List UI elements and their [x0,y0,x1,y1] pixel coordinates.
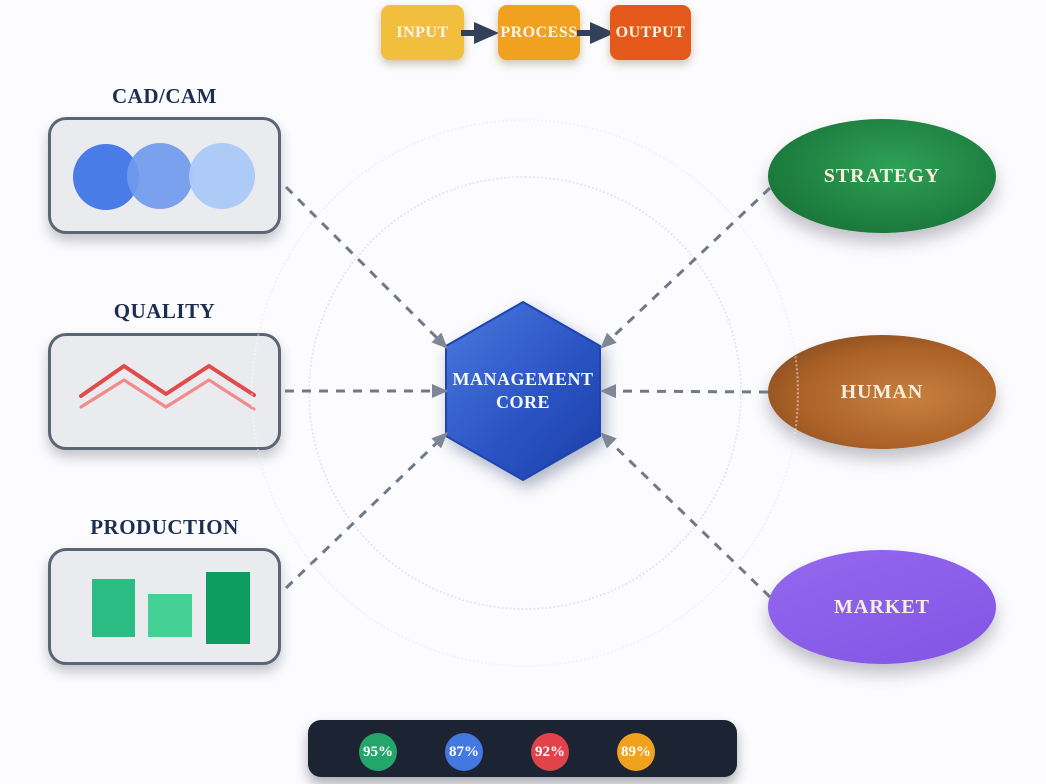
metrics-bar: 95% 87% 92% 89% [308,720,737,777]
flow-step-label: PROCESS [500,23,578,41]
domain-ellipse-strategy: STRATEGY [768,119,996,233]
metric-value: 89% [621,743,651,760]
flow-step-input: INPUT [381,5,464,60]
management-core-label: MANAGEMENT CORE [452,368,594,412]
module-title-quality: QUALITY [113,299,216,323]
flow-step-label: OUTPUT [615,23,686,41]
module-title-production: PRODUCTION [90,515,239,539]
domain-ellipse-human: HUMAN [768,335,996,449]
metric-badge: 92% [531,733,569,771]
module-card-cadcam [48,117,281,234]
metric-value: 95% [363,743,393,760]
domain-label: STRATEGY [823,164,941,187]
domain-label: HUMAN [840,380,924,403]
flow-arrow-icon [577,22,615,44]
metric-badge: 89% [617,733,655,771]
metric-badge: 95% [359,733,397,771]
module-card-quality [48,333,281,450]
flow-step-process: PROCESS [498,5,580,60]
flow-step-label: INPUT [396,23,449,41]
flow-arrow-icon [461,22,499,44]
metric-badge: 87% [445,733,483,771]
zigzag-trend-icon [79,364,256,411]
metric-value: 87% [449,743,479,760]
module-card-production [48,548,281,665]
flow-step-output: OUTPUT [610,5,691,60]
domain-ellipse-market: MARKET [768,550,996,664]
module-title-cadcam: CAD/CAM [112,84,217,108]
domain-label: MARKET [834,595,930,618]
metric-value: 92% [535,743,565,760]
